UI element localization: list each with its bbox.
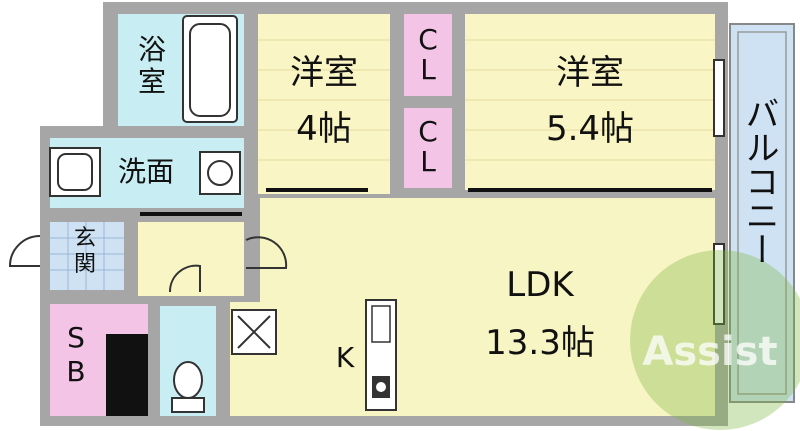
western-room-5-4-size: 5.4帖 [545, 109, 635, 149]
ventilation-fan-icon [231, 309, 277, 355]
balcony-area [729, 23, 795, 403]
balcony-label: バルコニー [739, 96, 779, 266]
closet-upper [404, 14, 452, 96]
sink-icon [49, 147, 101, 197]
window-bedroom [713, 59, 725, 137]
western-room-5-4 [465, 14, 715, 190]
western-room-4-name: 洋室 [290, 53, 358, 93]
bathtub-icon [182, 15, 238, 123]
window-ldk [713, 243, 725, 325]
watermark-text: Assist [642, 329, 777, 375]
ldk-name: LDK [506, 265, 574, 305]
watermark-logo [630, 250, 800, 430]
toilet-icon [171, 361, 205, 413]
entrance [50, 222, 124, 290]
washroom-label: 洗面 [117, 155, 174, 188]
western-room-4 [258, 14, 390, 194]
ldk-room [230, 198, 715, 416]
washing-machine-icon [199, 151, 241, 195]
ldk-size: 13.3帖 [485, 323, 595, 363]
western-room-4-size: 4帖 [296, 109, 352, 149]
kitchen-label: K [335, 341, 355, 374]
kitchen-counter-icon [365, 299, 397, 411]
western-room-5-4-name: 洋室 [556, 53, 624, 93]
closet-lower [404, 108, 452, 188]
entrance-label: 玄関 [73, 226, 96, 277]
shoe-cabinet [106, 334, 148, 416]
bath-label: 浴室 [137, 33, 166, 98]
hallway [138, 222, 244, 296]
